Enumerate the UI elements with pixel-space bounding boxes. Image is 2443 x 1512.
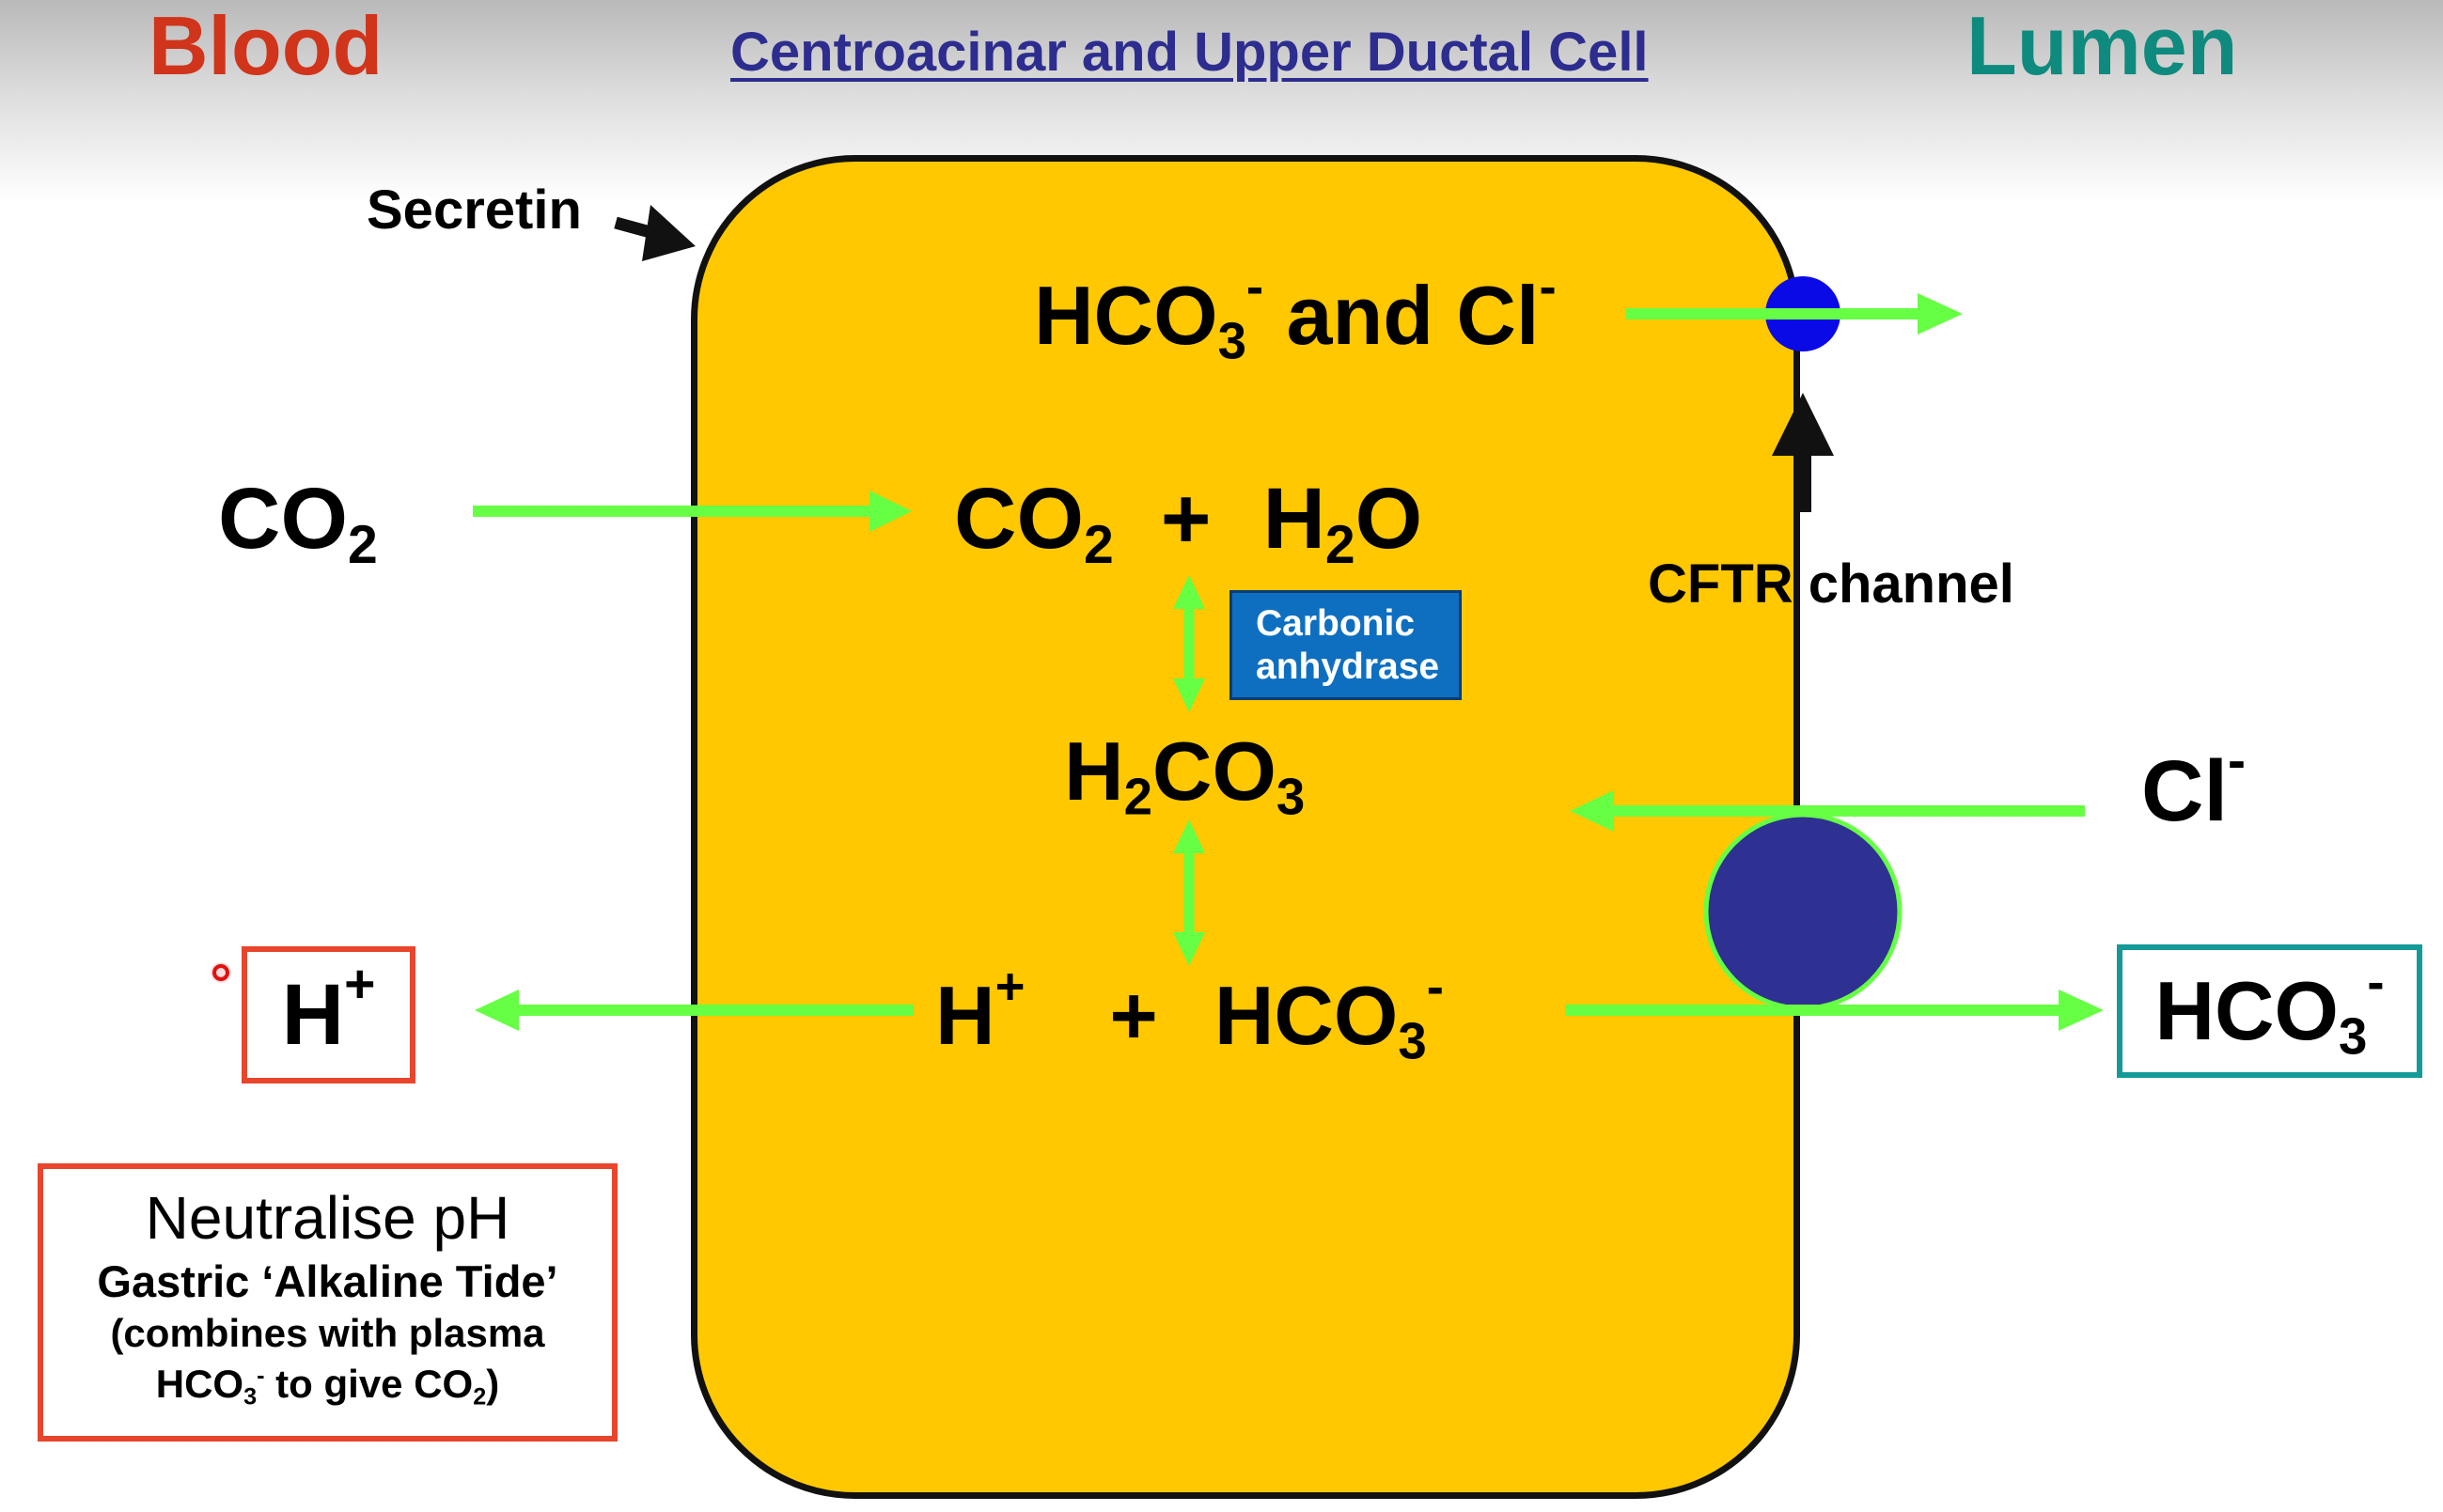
h-efflux-arrow <box>475 990 914 1031</box>
anion-exchanger-icon <box>1703 812 1903 1011</box>
lumen-label: Lumen <box>1966 0 2238 92</box>
diagram-title: Centroacinar and Upper Ductal Cell <box>730 22 1649 83</box>
cl-influx-arrow <box>1570 790 2085 832</box>
h2co3-dissociation-arrow <box>1173 819 1205 966</box>
hco3-efflux-arrow <box>1565 990 2104 1031</box>
note-title: Neutralise pH <box>145 1184 510 1252</box>
note-line-3: HCO3- to give CO2) <box>155 1362 500 1411</box>
blood-h-plus-box: H+ <box>242 946 415 1083</box>
lumen-cl-formula: Cl- <box>2141 730 2246 839</box>
secretin-label: Secretin <box>367 179 582 241</box>
co2-influx-arrow <box>473 491 912 532</box>
h2co3-formula: H2CO3 <box>1064 725 1306 826</box>
ductal-cell <box>691 155 1800 1499</box>
blood-co2-formula: CO2 <box>218 471 378 575</box>
carbonic-anhydrase-label: Carbonic anhydrase <box>1229 590 1462 700</box>
secretin-arrow <box>614 205 696 261</box>
cftr-channel-label: CFTR channel <box>1648 553 2014 615</box>
blood-label: Blood <box>149 0 384 92</box>
note-line-2: (combines with plasma <box>110 1311 545 1355</box>
co2-plus-h2o-formula: CO2+H2O <box>954 471 1423 575</box>
pointer-dot-icon <box>211 962 231 983</box>
hco3-and-cl-formula: HCO3- and Cl- <box>1034 257 1557 370</box>
note-line-1: Gastric ‘Alkaline Tide’ <box>97 1256 558 1306</box>
h-plus-hco3-formula: H++HCO3- <box>935 958 1444 1070</box>
lumen-hco3-box: HCO3- <box>2117 944 2422 1078</box>
neutralise-ph-note: Neutralise pH Gastric ‘Alkaline Tide’ (c… <box>38 1163 618 1442</box>
cftr-pointer-arrow <box>1772 393 1834 512</box>
co2-h2co3-reversible-arrow <box>1173 575 1205 712</box>
